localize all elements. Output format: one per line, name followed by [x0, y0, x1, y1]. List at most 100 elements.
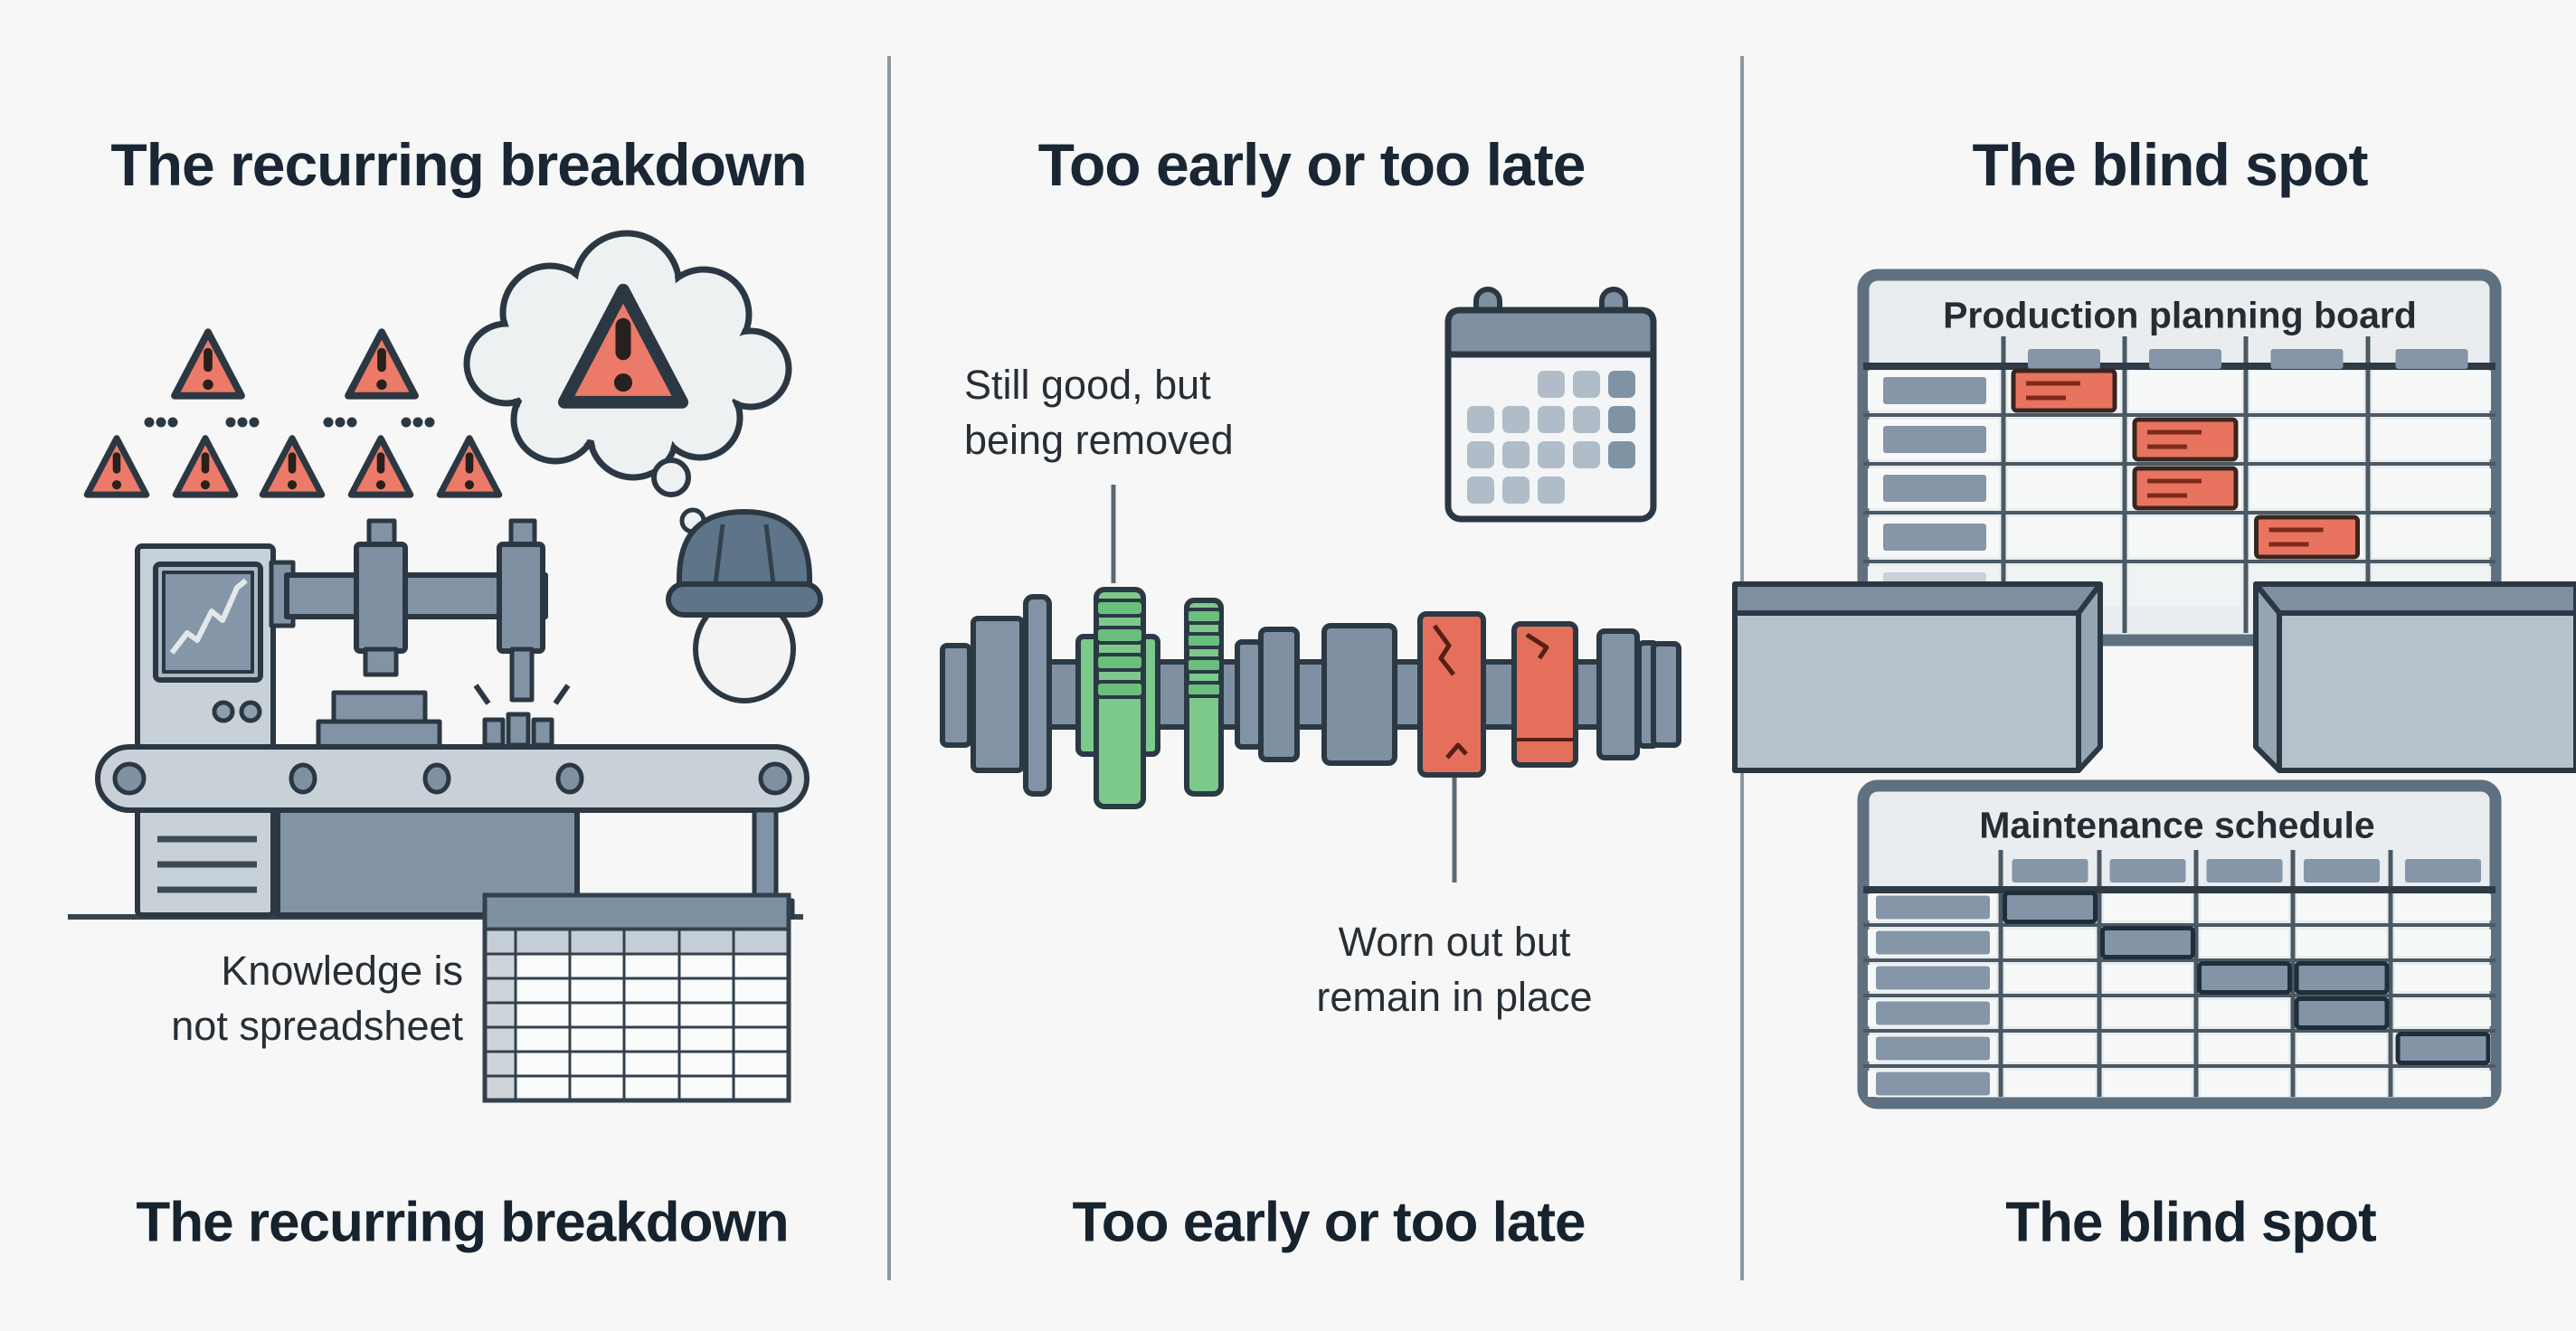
- board-cell: [2201, 1035, 2288, 1062]
- workpiece: [482, 717, 506, 748]
- panel3-caption: The blind spot: [2005, 1191, 2377, 1254]
- vents: [157, 835, 257, 893]
- board-cell: [2395, 1071, 2491, 1097]
- gear-gray: [971, 616, 1025, 773]
- machine-box-right: [2253, 581, 2576, 773]
- warning-triangle-icon: [440, 439, 499, 495]
- production-card: [2132, 417, 2239, 462]
- gear-gray: [1321, 623, 1397, 766]
- board-cell: [2372, 371, 2491, 411]
- warning-triangles-group: [87, 332, 499, 495]
- board-cell: [2008, 420, 2120, 459]
- board-cell: [2104, 965, 2192, 991]
- calendar-cell: [1502, 441, 1530, 468]
- production-board-title: Production planning board: [1943, 294, 2417, 336]
- calendar-cell: [1467, 441, 1494, 468]
- ellipsis-dots: [144, 417, 435, 428]
- worn-out-line2: remain in place: [1316, 974, 1593, 1020]
- still-good-label: Still good, but being removed: [964, 357, 1234, 467]
- row-label-pill: [1883, 426, 1986, 453]
- board-cell: [2201, 930, 2288, 956]
- calendar-cell: [1573, 441, 1600, 468]
- column-header-pill: [2028, 349, 2100, 369]
- board-cell: [2297, 930, 2386, 956]
- column-header-pill: [2012, 859, 2088, 883]
- board-cell: [2250, 371, 2363, 411]
- warning-triangle-icon: [351, 439, 411, 495]
- board-cell: [2008, 517, 2120, 557]
- thought-bubble: [651, 458, 691, 497]
- conveyor-belt: [95, 744, 810, 813]
- warning-triangle-icon: [87, 439, 147, 495]
- calendar-cell: [1538, 371, 1565, 398]
- crack: [1445, 742, 1468, 760]
- row-label-pill: [1876, 930, 1990, 955]
- warning-triangle-icon: [175, 332, 242, 395]
- calendar-cell: [1502, 406, 1530, 433]
- maintenance-board-title: Maintenance schedule: [1979, 804, 2375, 846]
- production-card: [2132, 466, 2239, 511]
- hard-hat-icon: [666, 508, 823, 703]
- calendar-cell: [1573, 371, 1600, 398]
- board-cell: [2104, 894, 2192, 920]
- calendar-cell: [1573, 406, 1600, 433]
- board-cell: [2005, 965, 2095, 991]
- screen-trend-line: [169, 578, 248, 655]
- calendar-icon: [1444, 287, 1657, 523]
- panel3-title: The blind spot: [1972, 131, 2369, 198]
- workpiece: [506, 712, 531, 748]
- press-head-right: [497, 542, 545, 654]
- still-good-line1: Still good, but: [964, 362, 1211, 408]
- maintenance-card: [2100, 926, 2195, 959]
- production-card: [2254, 514, 2360, 560]
- gear-gray: [1596, 628, 1640, 760]
- board-cell: [2372, 420, 2491, 459]
- row-label-pill: [1876, 895, 1990, 920]
- board-cell: [2005, 1071, 2095, 1097]
- column-header-pill: [2304, 859, 2380, 883]
- board-cell: [2005, 1000, 2095, 1026]
- board-cell: [2372, 517, 2491, 557]
- board-cell: [2201, 894, 2288, 920]
- maintenance-card: [2197, 961, 2292, 995]
- board-cell: [2297, 1071, 2386, 1097]
- calendar-cell: [1502, 477, 1530, 504]
- board-cell: [2129, 371, 2241, 411]
- board-cell: [2395, 930, 2491, 956]
- column-header-pill: [2109, 859, 2186, 883]
- gear-gray: [1023, 594, 1052, 797]
- knob: [212, 700, 235, 723]
- machine-box-left: [1732, 581, 2103, 773]
- maintenance-card: [2395, 1032, 2491, 1065]
- crack: [1432, 624, 1455, 676]
- column-header-pill: [2149, 349, 2221, 369]
- board-cell: [2297, 894, 2386, 920]
- maintenance-card: [2294, 996, 2390, 1030]
- calendar-cell: [1608, 441, 1635, 468]
- calendar-cell: [1467, 406, 1494, 433]
- calendar-cell: [1538, 441, 1565, 468]
- column-header-pill: [2405, 859, 2481, 883]
- gear-gray: [1235, 639, 1264, 750]
- calendar-cell: [1608, 406, 1635, 433]
- maintenance-card: [2003, 891, 2098, 924]
- row-label-pill: [1883, 475, 1986, 502]
- row-label-pill: [1876, 1001, 1990, 1025]
- gear-good-2: [1184, 598, 1224, 797]
- row-label-pill: [1883, 524, 1986, 551]
- board-cell: [2297, 1035, 2386, 1062]
- panel1-caption: The recurring breakdown: [136, 1191, 789, 1254]
- warning-triangle-icon: [175, 439, 235, 495]
- workpiece: [531, 717, 554, 748]
- press-head-left: [354, 542, 408, 654]
- impact-sparks: [473, 684, 571, 705]
- row-label-pill: [1876, 966, 1990, 990]
- shaft-assembly: [940, 587, 1681, 809]
- board-cell: [2395, 894, 2491, 920]
- panel2-title: Too early or too late: [1037, 131, 1586, 198]
- column-header-pill: [2395, 349, 2468, 369]
- knowledge-note: Knowledge is not spreadsheet: [171, 943, 463, 1053]
- board-cell: [2005, 930, 2095, 956]
- calendar-cell: [1538, 406, 1565, 433]
